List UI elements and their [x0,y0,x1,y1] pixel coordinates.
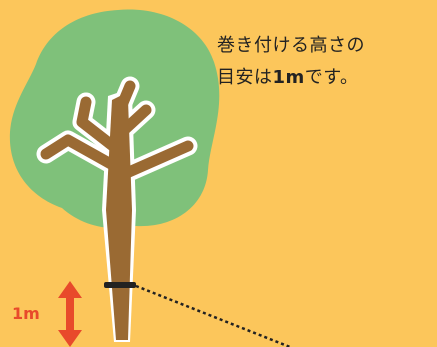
height-arrow [58,281,82,347]
caption-line-2: 目安は1mです。 [217,62,429,94]
caption-line-2-suffix: です。 [304,67,359,88]
caption-text: 巻き付ける高さの 目安は1mです。 [217,30,429,94]
leader-dotted-line [135,284,291,347]
caption-line-1: 巻き付ける高さの [217,35,365,56]
caption-height-value: 1m [272,67,305,88]
wrap-band [104,282,136,288]
caption-line-2-prefix: 目安は [217,67,273,88]
height-marker-label: 1m [12,304,40,323]
tree-trunk [106,96,132,340]
